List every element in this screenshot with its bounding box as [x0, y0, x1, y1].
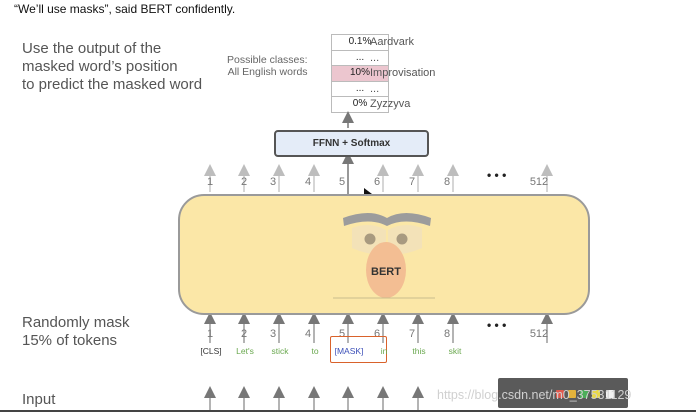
- input-arrows: [204, 312, 553, 343]
- output-description: Use the output of the masked word’s posi…: [22, 40, 202, 94]
- token: to: [311, 346, 319, 356]
- position-label: 1: [206, 328, 214, 340]
- classes-label-line: All English words: [227, 66, 308, 78]
- position-label: 7: [408, 328, 416, 340]
- position-label: 8: [443, 176, 451, 188]
- class-word: Zyzzyva: [370, 98, 411, 110]
- position-label: 512: [529, 328, 549, 340]
- input-label: Input: [22, 391, 56, 408]
- position-label: 5: [338, 176, 346, 188]
- position-label: 4: [304, 328, 312, 340]
- classes-label-line: Possible classes:: [227, 54, 308, 66]
- probability-cell: 0.1%: [332, 35, 388, 51]
- token: Let's: [236, 346, 254, 356]
- position-label: 512: [529, 176, 549, 188]
- color-swatch-yellow[interactable]: [592, 390, 600, 398]
- position-label: 3: [269, 176, 277, 188]
- token-cls: [CLS]: [200, 346, 222, 356]
- class-word: Improvisation: [370, 67, 436, 79]
- token: in: [380, 346, 388, 356]
- bottom-input-arrows: [204, 386, 424, 410]
- ffnn-softmax-box: FFNN + Softmax: [274, 130, 429, 157]
- position-label: 2: [240, 328, 248, 340]
- position-label: 2: [240, 176, 248, 188]
- position-label: 1: [206, 176, 214, 188]
- mask-highlight-box: [330, 336, 387, 363]
- color-swatch-green[interactable]: [580, 390, 588, 398]
- bert-model-box: BERT: [178, 194, 590, 315]
- probability-cell: ...: [332, 51, 388, 67]
- output-description-line: Use the output of the: [22, 40, 162, 57]
- position-label: 4: [304, 176, 312, 188]
- ellipsis-top: • • •: [487, 168, 507, 182]
- mask-description: Randomly mask 15% of tokens: [22, 314, 130, 350]
- cursor-icon: [364, 188, 372, 199]
- probability-table: 0.1% ... 10% ... 0%: [331, 34, 389, 113]
- position-label: 6: [373, 176, 381, 188]
- class-word: ...: [370, 52, 380, 64]
- token: skit: [448, 346, 462, 356]
- probability-cell: ...: [332, 82, 388, 98]
- color-swatch-orange[interactable]: [568, 390, 576, 398]
- screenshot-toolbar[interactable]: [498, 378, 628, 408]
- token-mask: [MASK]: [334, 346, 364, 356]
- watermark: https://blog.csdn.net/m0_37531129: [437, 388, 632, 402]
- probability-cell-highlighted: 10%: [332, 66, 388, 82]
- position-label: 8: [443, 328, 451, 340]
- color-swatch-red[interactable]: [556, 390, 564, 398]
- position-label: 3: [269, 328, 277, 340]
- classes-label: Possible classes: All English words: [227, 54, 308, 78]
- token: stick: [271, 346, 289, 356]
- bottom-border: [0, 410, 696, 412]
- position-label: 7: [408, 176, 416, 188]
- class-word: Aardvark: [370, 36, 415, 48]
- output-description-line: masked word’s position: [22, 58, 178, 75]
- figure-caption: “We’ll use masks”, said BERT confidently…: [14, 2, 236, 16]
- mask-description-line: Randomly mask: [22, 314, 130, 331]
- probability-cell: 0%: [352, 98, 368, 110]
- token: this: [412, 346, 426, 356]
- bert-label: BERT: [371, 266, 401, 278]
- position-label: 6: [373, 328, 381, 340]
- output-arrows: [204, 164, 553, 192]
- position-label: 5: [338, 328, 346, 340]
- ellipsis-bottom: • • •: [487, 318, 507, 332]
- output-description-line: to predict the masked word: [22, 76, 203, 93]
- pin-icon[interactable]: [606, 390, 614, 398]
- class-word: ...: [370, 83, 380, 95]
- bert-face-icon: [333, 213, 435, 299]
- mask-description-line: 15% of tokens: [22, 332, 118, 349]
